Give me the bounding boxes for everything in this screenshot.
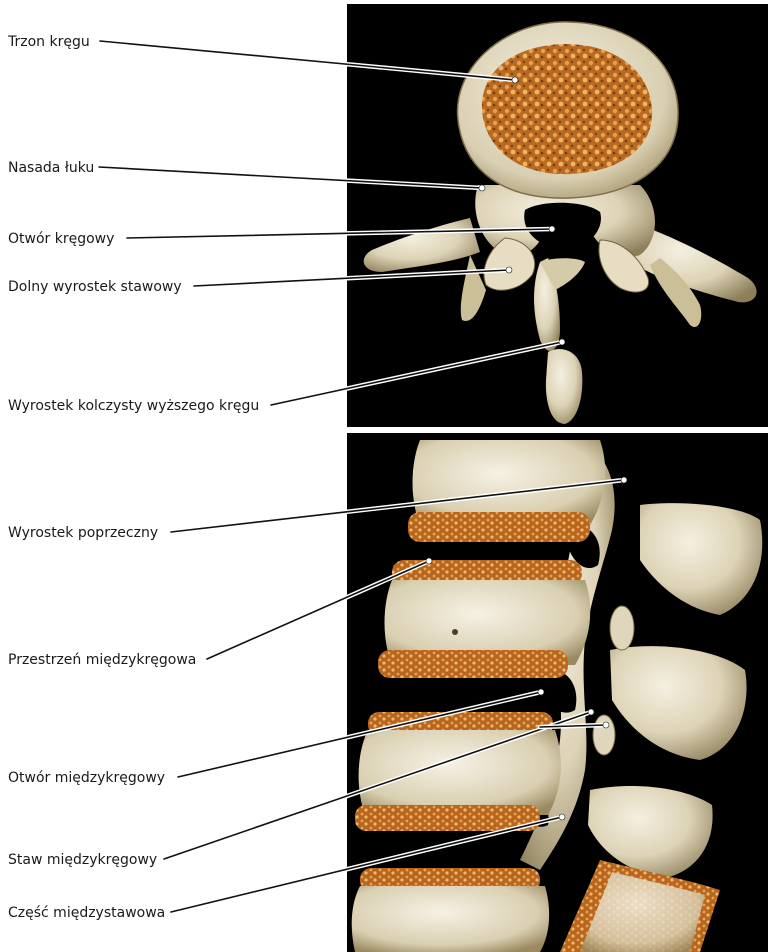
bottom-panel bbox=[347, 433, 768, 952]
label-nasada-luku: Nasada łuku bbox=[8, 160, 94, 176]
label-trzon-kregu: Trzon kręgu bbox=[7, 34, 90, 50]
label-czesc-miedzystawowa: Część międzystawowa bbox=[8, 905, 165, 921]
label-dolny-wyrostek-stawowy: Dolny wyrostek stawowy bbox=[8, 279, 182, 295]
label-otwor-kregowy: Otwór kręgowy bbox=[8, 231, 114, 247]
top-panel bbox=[347, 4, 768, 427]
label-staw-miedzykregowy: Staw międzykręgowy bbox=[8, 852, 157, 868]
label-wyrostek-kolczysty: Wyrostek kolczysty wyższego kręgu bbox=[8, 398, 259, 414]
vertebral-body-2 bbox=[378, 560, 590, 678]
label-przestrzen-miedzykregowa: Przestrzeń międzykręgowa bbox=[8, 652, 196, 668]
vertebral-body-4 bbox=[352, 868, 549, 952]
label-otwor-miedzykregowy: Otwór międzykręgowy bbox=[8, 770, 165, 786]
label-wyrostek-poprzeczny: Wyrostek poprzeczny bbox=[8, 525, 158, 541]
vertebral-body-1 bbox=[408, 440, 605, 542]
facet-joint-1 bbox=[610, 606, 634, 650]
facet-joint-2 bbox=[593, 715, 615, 755]
vertebral-body-axial bbox=[457, 22, 678, 198]
